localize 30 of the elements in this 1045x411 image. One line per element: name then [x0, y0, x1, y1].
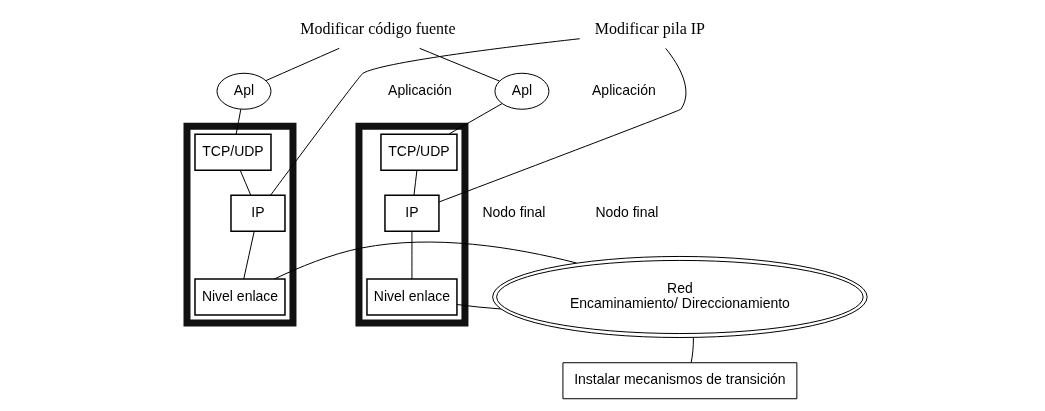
label: Aplicación	[387, 81, 452, 98]
node-box: TCP/UDP	[379, 133, 458, 171]
connector	[264, 47, 340, 82]
connector	[418, 47, 500, 82]
node-box: Nivel enlace	[193, 278, 286, 316]
connector	[269, 38, 580, 196]
connector	[273, 241, 577, 280]
cluster	[354, 122, 468, 327]
cluster	[183, 122, 296, 327]
node-box: IP	[383, 194, 440, 232]
node-text: Modificar código fuente	[299, 20, 456, 38]
label: Nodo final	[594, 203, 658, 220]
connector	[690, 337, 694, 364]
node-ellipse: Apl	[216, 72, 271, 110]
connector	[410, 231, 412, 280]
label: Aplicación	[591, 81, 656, 98]
connector	[239, 169, 251, 196]
node-box: Nivel enlace	[365, 278, 458, 316]
node-ellipse: Apl	[493, 72, 549, 110]
label: Nodo final	[481, 203, 545, 220]
connector	[413, 169, 417, 196]
connector	[438, 47, 686, 203]
node-box: Instalar mecanismos de transición	[561, 362, 797, 400]
connector	[455, 304, 501, 310]
node-box: IP	[229, 194, 286, 232]
connector	[242, 231, 255, 280]
connector	[235, 108, 241, 135]
connector	[447, 103, 503, 135]
node-box: TCP/UDP	[193, 133, 272, 171]
node-text: Modificar pila IP	[594, 20, 705, 38]
